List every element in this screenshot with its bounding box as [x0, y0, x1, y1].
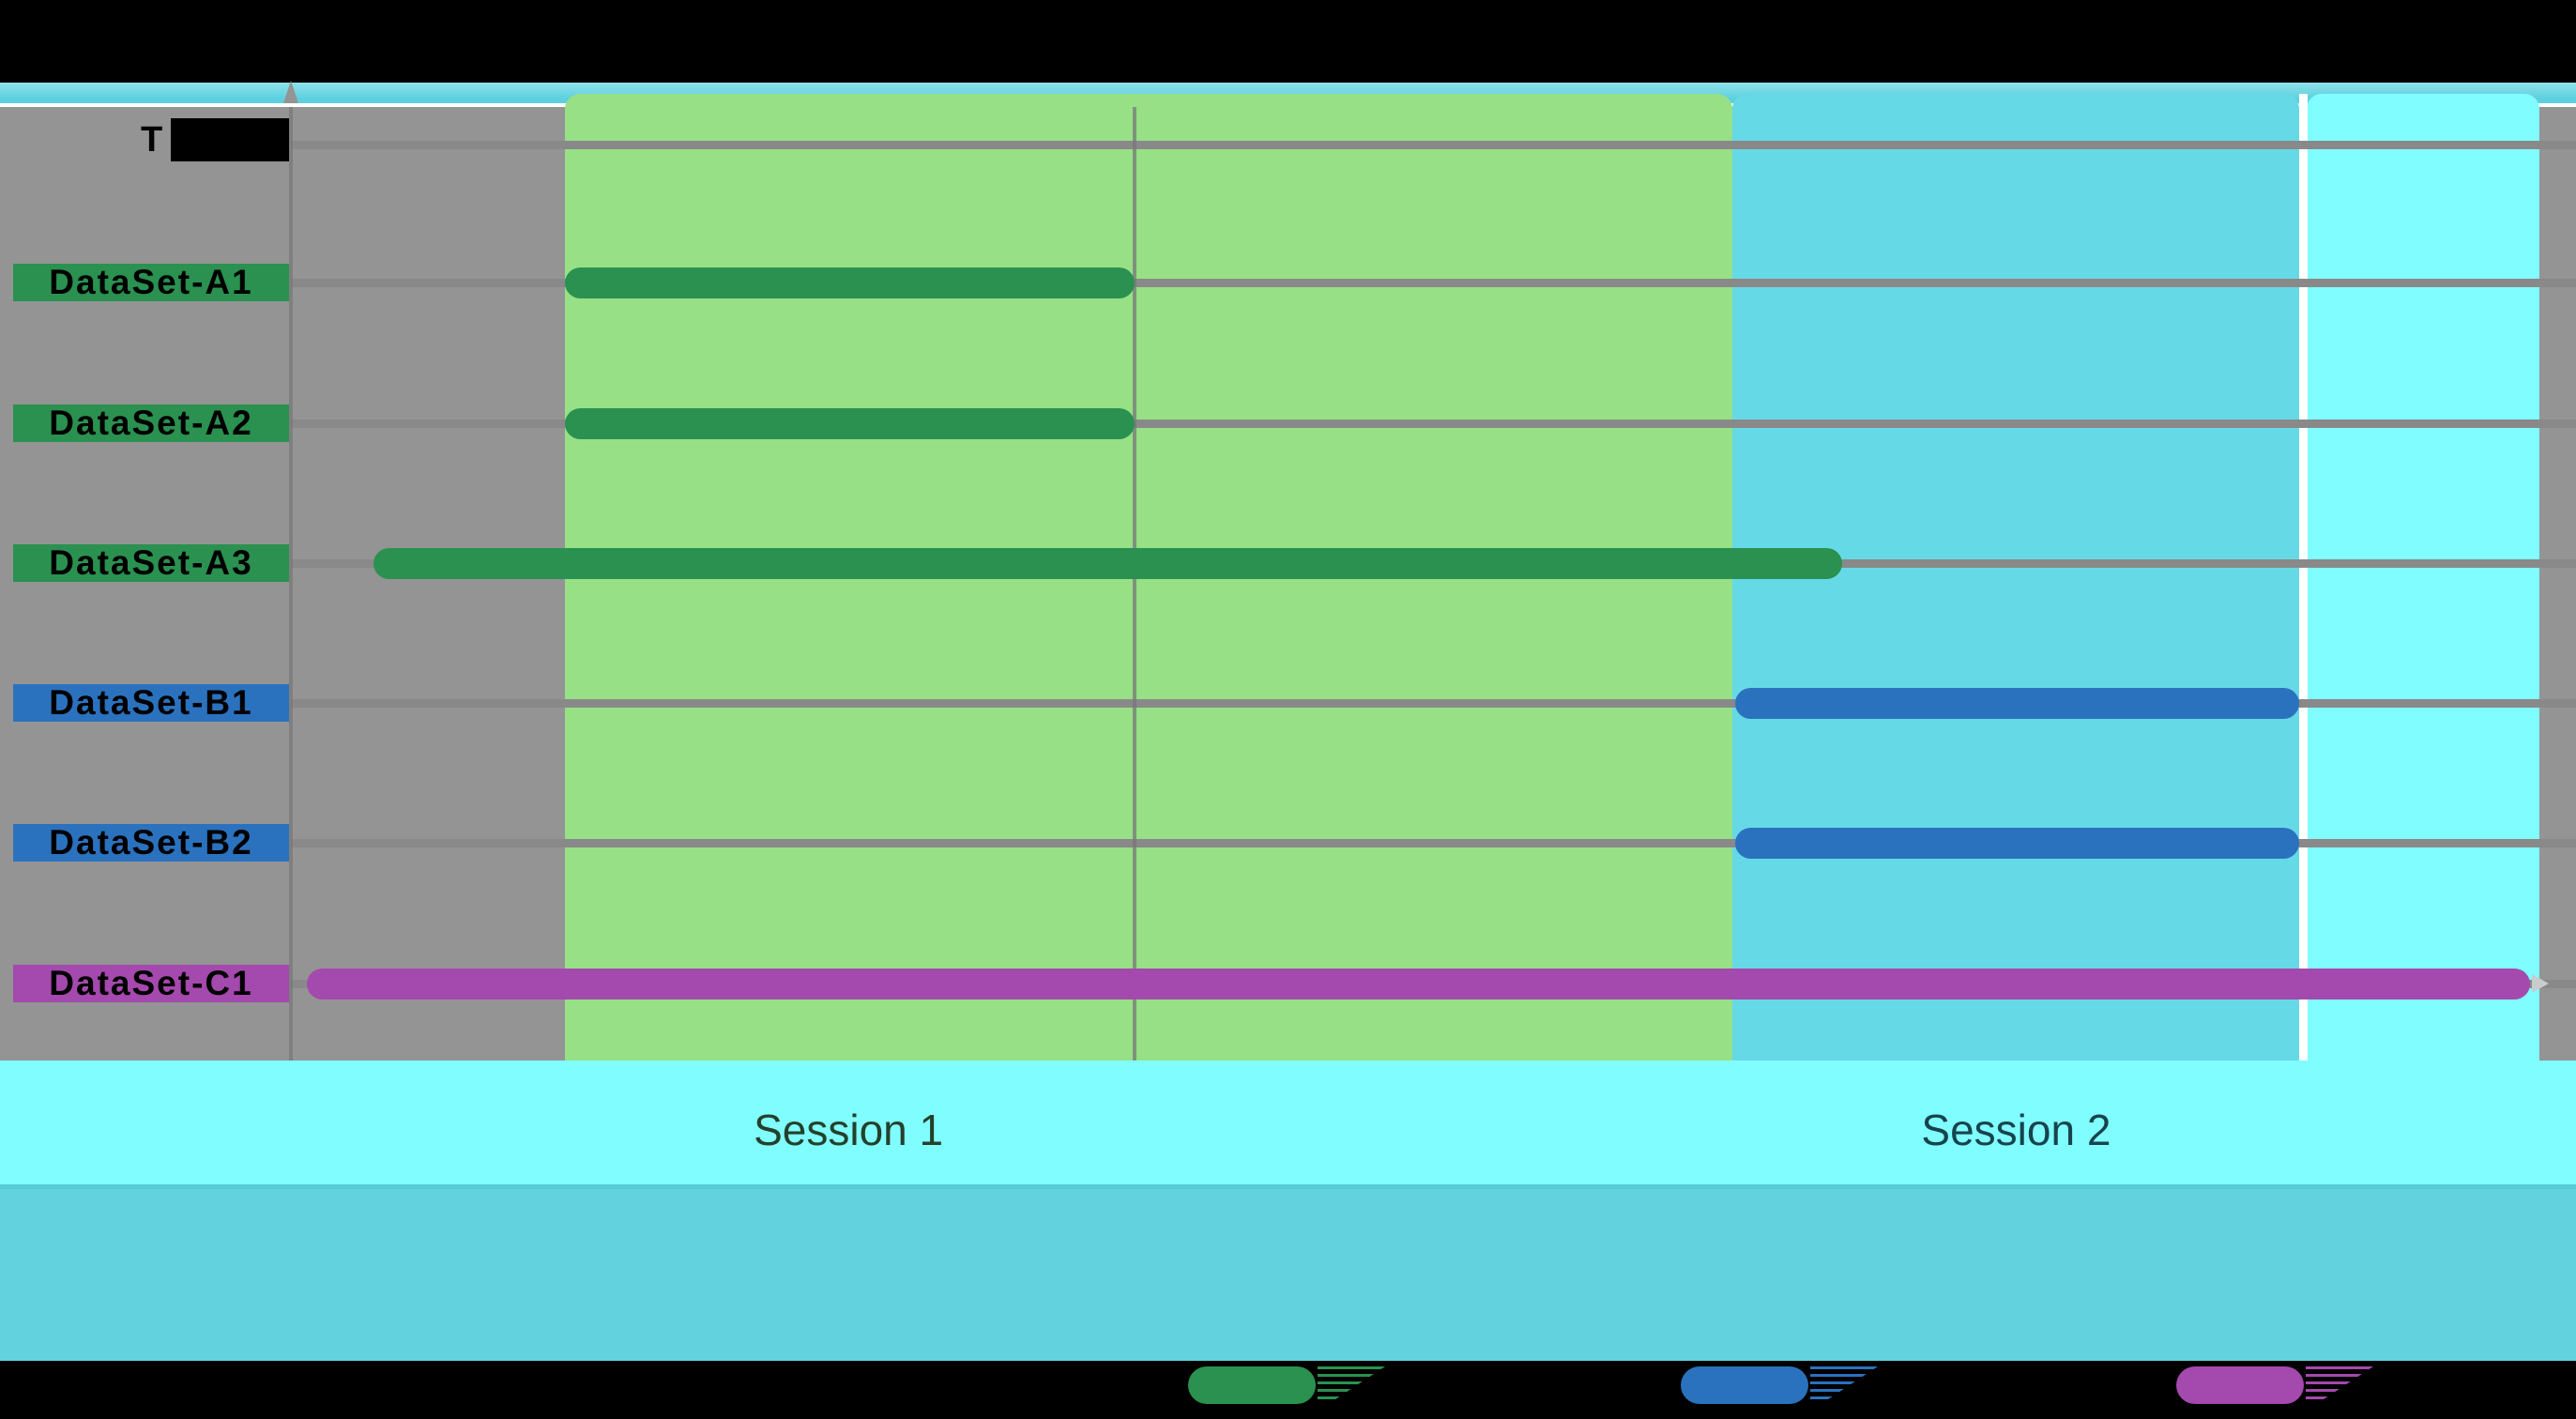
session-band-2	[1732, 94, 2300, 1194]
title-redaction-box	[171, 118, 289, 161]
session-label-2: Session 2	[1921, 1106, 2111, 1154]
row-label-text: DataSet-B1	[49, 683, 253, 722]
vertical-divider-1	[289, 107, 293, 1184]
thin-teal-line	[0, 1184, 2576, 1189]
gridline	[291, 699, 2576, 708]
row-label-box: DataSet-B1	[13, 683, 289, 722]
gridline	[291, 141, 2576, 149]
row-label-box: DataSet-C1	[13, 964, 289, 1002]
vertical-divider-2	[1132, 107, 1136, 1184]
row-label-text: DataSet-A1	[49, 263, 253, 301]
legend-label-redaction-box	[1880, 1363, 2124, 1408]
chart-title: T	[141, 118, 291, 161]
bar-continues-arrow-icon	[2532, 974, 2549, 993]
footer-teal-band	[0, 1189, 2576, 1361]
task-bar	[565, 407, 1135, 439]
row-label-text: DataSet-B2	[49, 823, 253, 862]
row-label-text: DataSet-A2	[49, 404, 253, 442]
legend-label-redaction-box	[2375, 1363, 2576, 1408]
session-band-3	[2306, 94, 2540, 1194]
band-gap-stripe	[2299, 94, 2308, 1184]
gridline	[291, 420, 2576, 428]
task-bar	[1734, 827, 2300, 859]
gridline	[291, 839, 2576, 847]
legend-label-redaction-box	[1387, 1363, 1631, 1408]
task-bar	[1734, 687, 2300, 719]
session-label-1: Session 1	[754, 1106, 944, 1154]
session-band-1	[565, 94, 1733, 1194]
legend-key-2	[1681, 1366, 1808, 1404]
row-label-box: DataSet-B2	[13, 823, 289, 862]
chart-title-text: T	[141, 120, 163, 160]
divider-tick-icon	[283, 81, 298, 103]
task-bar	[373, 547, 1843, 579]
row-label-box: DataSet-A2	[13, 404, 289, 442]
row-label-text: DataSet-C1	[49, 964, 253, 1002]
row-label-box: DataSet-A1	[13, 263, 289, 301]
lower-highlight-band	[0, 1060, 2576, 1184]
row-label-box: DataSet-A3	[13, 543, 289, 582]
row-label-text: DataSet-A3	[49, 543, 253, 582]
task-bar	[307, 968, 2531, 999]
task-bar	[565, 267, 1135, 298]
legend-key-1	[1188, 1366, 1316, 1404]
legend-key-3	[2176, 1366, 2304, 1404]
gridline	[291, 279, 2576, 287]
